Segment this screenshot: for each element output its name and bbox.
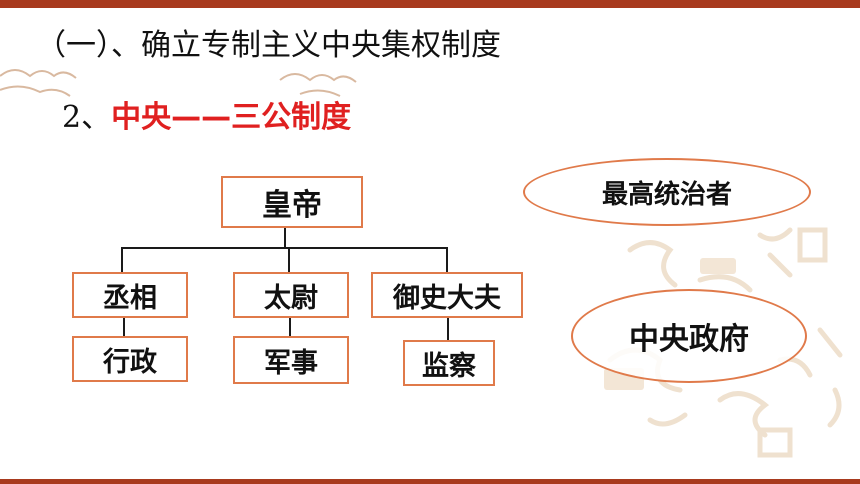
bottom-accent-bar (0, 479, 860, 484)
duty-box-administration: 行政 (72, 336, 188, 382)
top-accent-bar (0, 0, 860, 8)
connector-duty-1 (123, 318, 125, 336)
connector-horizontal (121, 247, 448, 249)
official-box-censor: 御史大夫 (371, 272, 523, 318)
connector-duty-2 (289, 318, 291, 336)
section-subtitle: 2、中央——三公制度 (62, 92, 351, 136)
subtitle-text: 中央——三公制度 (111, 100, 352, 135)
official-box-chancellor: 丞相 (72, 272, 188, 318)
supreme-ruler-label: 最高统治者 (523, 158, 811, 226)
subtitle-number: 2、 (62, 100, 112, 135)
slide-title: （一）、确立专制主义中央集权制度 (36, 28, 501, 63)
connector-branch-1 (121, 247, 123, 272)
connector-branch-2 (288, 247, 290, 272)
connector-duty-3 (447, 318, 449, 340)
connector-branch-3 (446, 247, 448, 272)
official-box-defense: 太尉 (233, 272, 349, 318)
central-government-label: 中央政府 (571, 289, 807, 383)
connector-root-down (284, 228, 286, 248)
duty-box-supervision: 监察 (403, 340, 495, 386)
emperor-box: 皇帝 (221, 176, 363, 228)
duty-box-military: 军事 (233, 336, 349, 384)
